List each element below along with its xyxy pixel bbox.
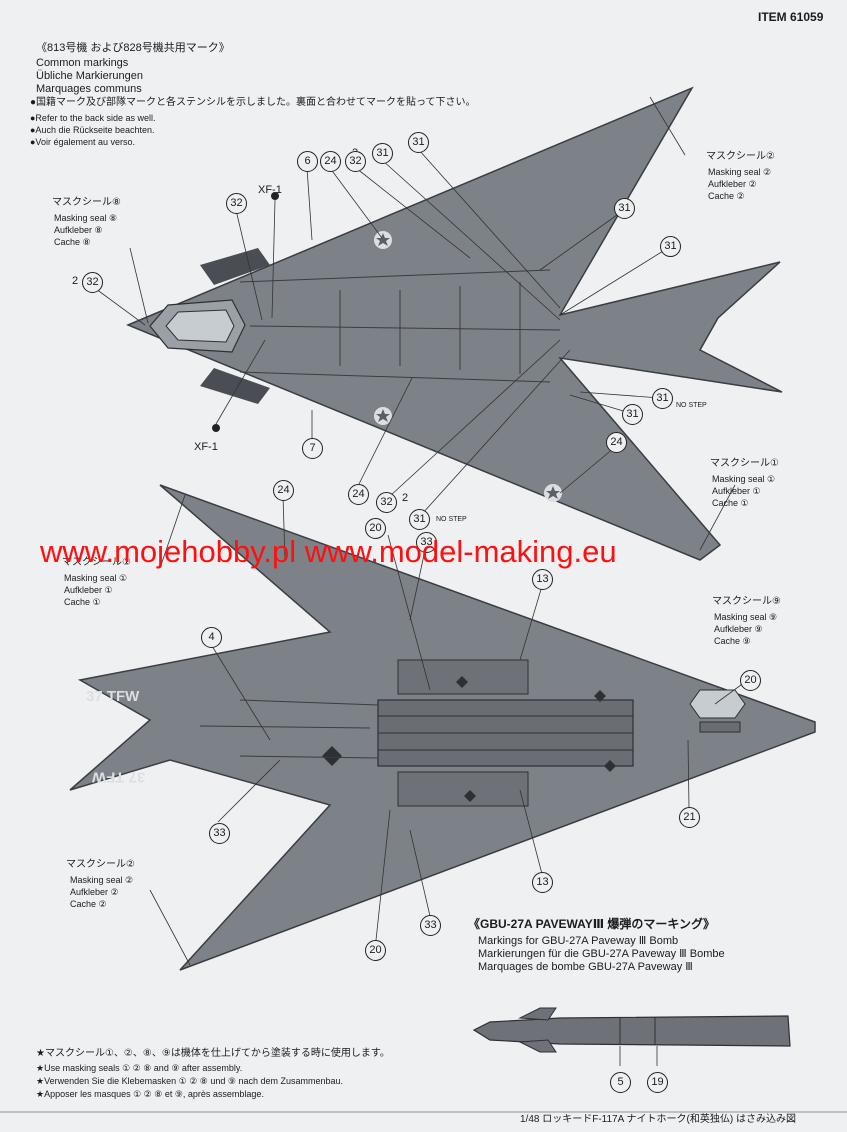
xf1-label-top: XF-1	[258, 184, 282, 196]
gbu-title: 《GBU-27A PAVEWAYⅢ 爆弾のマーキング》	[468, 917, 716, 931]
seal-2-top-en: Masking seal ②	[708, 167, 772, 177]
seal-8-de: Aufkleber ⑧	[54, 225, 103, 235]
callout-6: 6	[297, 151, 318, 172]
callout-5: 5	[610, 1072, 631, 1093]
callout-13-a: 13	[532, 569, 553, 590]
callout-20-c: 20	[365, 940, 386, 961]
callout-4: 4	[201, 627, 222, 648]
seal-8-jp: マスクシール⑧	[52, 197, 121, 208]
seal-9-fr: Cache ⑨	[714, 636, 751, 646]
callout-21: 21	[679, 807, 700, 828]
seal-2-top-fr: Cache ②	[708, 191, 745, 201]
callout-19: 19	[647, 1072, 668, 1093]
seal-1-left-en: Masking seal ①	[64, 573, 128, 583]
callout-20-a: 20	[365, 518, 386, 539]
common-title-jp: 《813号機 および828号機共用マーク》	[36, 42, 230, 54]
common-note-fr: ●Voir également au verso.	[30, 137, 135, 147]
callout-31-f: 31	[622, 404, 643, 425]
callout-31-e: 31	[652, 388, 673, 409]
seal-2-bottom-de: Aufkleber ②	[70, 887, 119, 897]
numeral-2-c: 2	[402, 492, 409, 504]
gbu-line-en: Markings for GBU-27A Paveway Ⅲ Bomb	[478, 935, 679, 947]
tail-code-upper: 37 TFW	[86, 688, 140, 705]
seal-2-bottom-en: Masking seal ②	[70, 875, 134, 885]
seal-2-bottom-fr: Cache ②	[70, 899, 107, 909]
seal-1-left-fr: Cache ①	[64, 597, 101, 607]
numeral-2-b: 2	[72, 275, 79, 287]
callout-33-c: 33	[420, 915, 441, 936]
callout-20-b: 20	[740, 670, 761, 691]
tail-code-lower: 37 TFW	[92, 768, 146, 786]
seal-2-top-jp: マスクシール②	[706, 151, 775, 162]
footer-note-en: ★Use masking seals ① ② ⑧ and ⑨ after ass…	[36, 1063, 243, 1073]
footer-caption: 1/48 ロッキードF-117A ナイトホーク(和英独仏) はさみ込み図	[520, 1114, 796, 1125]
seal-8-en: Masking seal ⑧	[54, 213, 118, 223]
common-note-de: ●Auch die Rückseite beachten.	[30, 125, 155, 135]
seal-9-en: Masking seal ⑨	[714, 612, 778, 622]
common-line-de: Übliche Markierungen	[36, 70, 143, 82]
callout-7: 7	[302, 438, 323, 459]
callout-32-a: 32	[345, 151, 366, 172]
callout-31-d: 31	[660, 236, 681, 257]
common-line-en: Common markings	[36, 57, 129, 69]
callout-24-b: 24	[606, 432, 627, 453]
common-line-fr: Marquages communs	[36, 83, 142, 95]
watermark-text: www.mojehobby.pl www.model-making.eu	[40, 534, 617, 569]
callout-31-c: 31	[614, 198, 635, 219]
footer-note-jp: ★マスクシール①、②、⑧、⑨は機体を仕上げてから塗装する時に使用します。	[36, 1048, 390, 1059]
no-step-stencil-a: NO STEP	[676, 402, 707, 409]
footer-note-fr: ★Apposer les masques ① ② ⑧ et ⑨, après a…	[36, 1089, 264, 1099]
callout-31-a: 31	[372, 143, 393, 164]
xf1-label-bottom: XF-1	[194, 441, 218, 453]
item-number: ITEM 61059	[758, 10, 824, 24]
callout-24-d: 24	[273, 480, 294, 501]
seal-8-fr: Cache ⑧	[54, 237, 91, 247]
callout-33-a: 33	[416, 532, 437, 553]
callout-33-b: 33	[209, 823, 230, 844]
common-note-en: ●Refer to the back side as well.	[30, 113, 156, 123]
seal-1-right-en: Masking seal ①	[712, 474, 776, 484]
seal-1-right-fr: Cache ①	[712, 498, 749, 508]
callout-24-a: 24	[320, 151, 341, 172]
callout-24-c: 24	[348, 484, 369, 505]
no-step-stencil-b: NO STEP	[436, 516, 467, 523]
common-note-jp: ●国籍マーク及び部隊マークと各ステンシルを示しました。裏面と合わせてマークを貼っ…	[30, 97, 476, 108]
footer-note-de: ★Verwenden Sie die Klebemasken ① ② ⑧ und…	[36, 1076, 344, 1086]
seal-9-jp: マスクシール⑨	[712, 596, 781, 607]
seal-1-right-de: Aufkleber ①	[712, 486, 761, 496]
seal-1-left-de: Aufkleber ①	[64, 585, 113, 595]
callout-31-g: 31	[409, 509, 430, 530]
seal-1-left-jp: マスクシール①	[62, 557, 131, 568]
gbu-27a-bomb-drawing	[472, 1007, 791, 1066]
seal-9-de: Aufkleber ⑨	[714, 624, 763, 634]
callout-32-b: 32	[226, 193, 247, 214]
seal-2-top-de: Aufkleber ②	[708, 179, 757, 189]
callout-13-b: 13	[532, 872, 553, 893]
top-view-aircraft	[91, 86, 783, 561]
bottom-view-aircraft	[69, 484, 816, 971]
callout-32-d: 32	[376, 492, 397, 513]
seal-1-right-jp: マスクシール①	[710, 458, 779, 469]
gbu-line-de: Markierungen für die GBU-27A Paveway Ⅲ B…	[478, 948, 725, 960]
gbu-line-fr: Marquages de bombe GBU-27A Paveway Ⅲ	[478, 961, 693, 973]
callout-31-b: 31	[408, 132, 429, 153]
seal-2-bottom-jp: マスクシール②	[66, 859, 135, 870]
callout-32-c: 32	[82, 272, 103, 293]
